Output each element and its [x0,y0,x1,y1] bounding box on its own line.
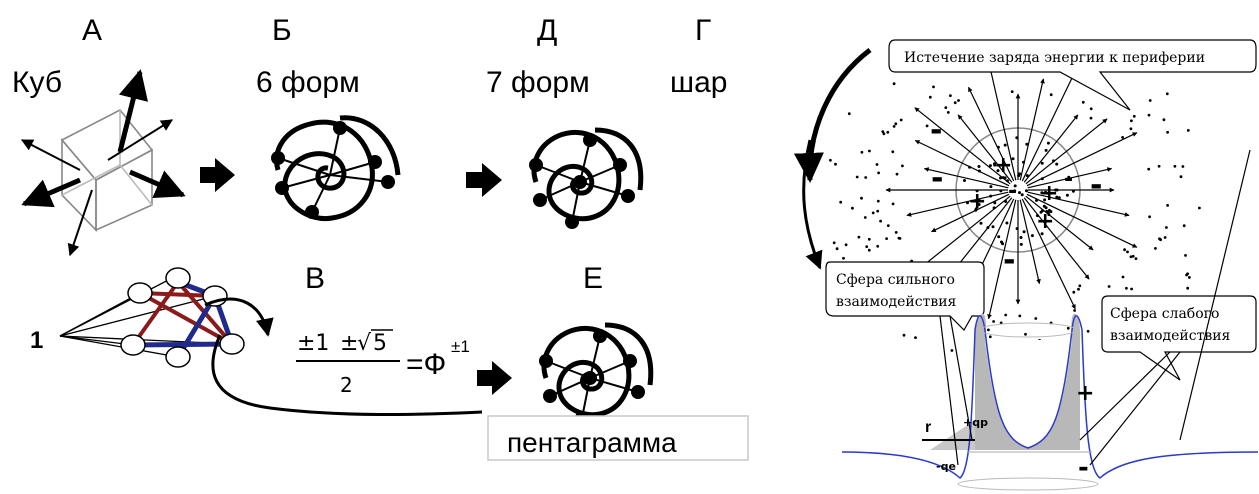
golden-ratio-formula: ±1 ± √ 5 2 =Ф ±1 [296,329,470,397]
potential-well [841,313,1259,491]
svg-text:-: - [1064,167,1073,192]
callout-weak-line1: Сфера слабого [1110,306,1219,322]
caption-seven-forms: 7 форм [486,66,590,99]
spiral-six-forms [274,115,401,222]
svg-text:+: + [994,153,1012,178]
label-r: r [925,419,931,436]
callout-top-text: Истечение заряда энергии к периферии [904,50,1205,66]
label-one: 1 [30,327,43,354]
curved-arrow-top [793,48,872,183]
letter-v: В [305,262,325,295]
callout-strong-line1: Сфера сильного [836,272,955,288]
formula-radicand: 5 [373,331,387,356]
letter-b: Б [272,14,292,47]
well-plus: + [1076,381,1094,406]
cube-figure [60,108,154,232]
svg-text:-: - [930,113,942,148]
letter-a: А [82,14,102,47]
pointer-lines [939,149,1251,466]
spiral-six-nodes [271,121,395,219]
svg-text:-: - [1003,243,1015,278]
pentagram-box [487,415,749,461]
formula-rhs: =Ф [406,348,446,381]
callout-strong-line2: взаимодействия [836,294,957,310]
pentagram-network [59,267,483,417]
fat-arrow-3 [477,361,512,395]
left-panel: А Б Д Г Куб 6 форм 7 форм шар [12,14,749,461]
radial-arrows [885,60,1138,320]
letter-g: Г [695,14,711,47]
well-minus: - [1078,453,1089,483]
outer-minus-signs: - - - - [930,113,1102,278]
svg-text:+: + [1036,209,1054,234]
caption-cube: Куб [12,66,62,99]
pentagram-label: пентаграмма [507,427,677,458]
nucleus-signs: + + + + - - [968,153,1073,234]
spiral-e-nodes [539,329,645,425]
label-qp: +qр [963,416,988,429]
letter-e: Е [583,262,603,295]
caption-sphere: шар [670,66,727,99]
spiral-seven-nodes [529,133,635,229]
caption-six-forms: 6 форм [256,66,360,99]
letter-d: Д [537,14,557,47]
cube-arrows [20,69,186,257]
formula-numerator-pm1: ±1 [297,331,329,356]
callout-weak-line2: взаимодействия [1110,328,1231,344]
fat-arrow-2 [466,163,502,197]
fat-arrow-1 [200,158,235,192]
right-panel: + + + + - - - - - - Истечение заряда эне… [793,39,1259,491]
callout-weak: Сфера слабого взаимодействия [1101,295,1257,381]
label-qe: -qе [936,460,956,473]
svg-text:+: + [1040,181,1058,206]
curved-arrow-bottom [802,139,823,270]
svg-text:-: - [1090,168,1102,203]
svg-text:-: - [931,161,943,196]
svg-text:+: + [968,189,986,214]
formula-radical: √ [357,331,372,356]
formula-denominator: 2 [340,373,353,397]
callout-strong: Сфера сильного взаимодействия [825,261,985,331]
callout-top: Истечение заряда энергии к периферии [888,39,1257,111]
formula-numerator-pm2: ± [340,331,358,356]
formula-exponent: ±1 [451,337,470,356]
svg-text:-: - [1008,179,1017,204]
